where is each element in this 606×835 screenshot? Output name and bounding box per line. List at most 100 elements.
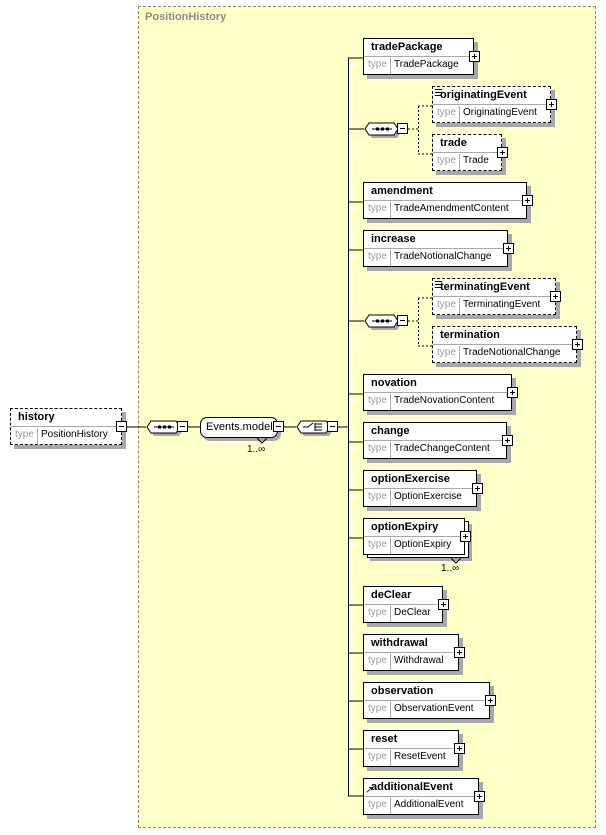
option-exercise-element[interactable]: optionExercise type OptionExercise	[363, 470, 477, 507]
separator	[364, 248, 507, 249]
additional-event-element[interactable]: ↗ additionalEvent type AdditionalEvent	[363, 778, 479, 815]
trade-package-element[interactable]: tradePackage type TradePackage	[363, 38, 474, 75]
separator	[364, 56, 473, 57]
observation-element[interactable]: observation type ObservationEvent	[363, 682, 490, 719]
type-key: type	[368, 203, 387, 214]
increase-element[interactable]: increase type TradeNotionalChange	[363, 230, 508, 267]
model-group-name: Events.model	[206, 421, 273, 433]
element-type: TradeNotionalChange	[390, 250, 491, 266]
element-type: ObservationEvent	[390, 702, 474, 718]
expand-withdrawal-icon[interactable]	[454, 647, 465, 658]
element-type: OriginatingEvent	[459, 106, 537, 122]
separator	[433, 152, 501, 153]
separator	[11, 426, 121, 427]
change-element[interactable]: change type TradeChangeContent	[363, 422, 507, 459]
separator	[364, 488, 476, 489]
separator	[433, 104, 550, 105]
type-key: type	[437, 347, 456, 358]
expand-novation-icon[interactable]	[507, 387, 518, 398]
type-key: type	[437, 155, 456, 166]
annotation-icon	[435, 89, 442, 96]
expand-trade-package-icon[interactable]	[469, 51, 480, 62]
option-expiry-occurs: 1..∞	[441, 563, 460, 574]
history-type: PositionHistory	[37, 428, 108, 444]
amendment-element[interactable]: amendment type TradeAmendmentContent	[363, 182, 527, 219]
element-type: TradeChangeContent	[390, 442, 490, 458]
terminating-event-element[interactable]: terminatingEvent type TerminatingEvent	[432, 278, 556, 315]
model-occurs: 1..∞	[247, 444, 266, 455]
element-name: tradePackage	[371, 41, 443, 53]
expand-additional-event-icon[interactable]	[474, 791, 485, 802]
collapse-sequence-icon[interactable]	[177, 421, 188, 432]
element-type: TerminatingEvent	[459, 298, 540, 314]
separator	[364, 796, 478, 797]
type-key: type	[368, 251, 387, 262]
type-key: type	[368, 59, 387, 70]
element-type: ResetEvent	[390, 750, 446, 766]
type-key: type	[368, 607, 387, 618]
element-name: reset	[371, 733, 398, 745]
termination-element[interactable]: termination type TradeNotionalChange	[432, 326, 577, 363]
type-key: type	[368, 395, 387, 406]
option-expiry-element[interactable]: optionExpiry type OptionExpiry	[363, 518, 465, 555]
expand-observation-icon[interactable]	[485, 695, 496, 706]
sequence-compositor-icon	[364, 314, 401, 330]
expand-termination-icon[interactable]	[572, 339, 583, 350]
history-name: history	[18, 411, 55, 423]
events-model-group[interactable]: Events.model	[200, 417, 278, 438]
originating-event-element[interactable]: originatingEvent type OriginatingEvent	[432, 86, 551, 123]
reset-element[interactable]: reset type ResetEvent	[363, 730, 459, 767]
reference-arrow-icon: ↗	[365, 785, 374, 796]
expand-terminating-event-icon[interactable]	[550, 291, 561, 302]
element-name: withdrawal	[371, 637, 428, 649]
separator	[364, 748, 458, 749]
collapse-history-icon[interactable]	[116, 421, 127, 432]
sequence-compositor-icon	[364, 122, 401, 138]
expand-reset-icon[interactable]	[454, 743, 465, 754]
withdrawal-element[interactable]: withdrawal type Withdrawal	[363, 634, 459, 671]
element-name: terminatingEvent	[440, 281, 530, 293]
type-key: type	[368, 703, 387, 714]
separator	[364, 604, 442, 605]
collapse-sequence-icon[interactable]	[397, 123, 408, 134]
expand-change-icon[interactable]	[502, 435, 513, 446]
expand-option-exercise-icon[interactable]	[472, 483, 483, 494]
expand-originating-event-icon[interactable]	[546, 99, 557, 110]
type-key: type	[15, 429, 34, 440]
type-key: type	[437, 299, 456, 310]
expand-de-clear-icon[interactable]	[438, 599, 449, 610]
element-type: TradeNotionalChange	[459, 346, 560, 362]
novation-element[interactable]: novation type TradeNovationContent	[363, 374, 512, 411]
separator	[364, 392, 511, 393]
type-key: type	[368, 655, 387, 666]
element-type: TradeNovationContent	[390, 394, 494, 410]
de-clear-element[interactable]: deClear type DeClear	[363, 586, 443, 623]
element-name: amendment	[371, 185, 433, 197]
expand-trade-icon[interactable]	[497, 147, 508, 158]
type-key: type	[368, 491, 387, 502]
element-type: DeClear	[390, 606, 431, 622]
separator	[364, 652, 458, 653]
collapse-sequence-icon[interactable]	[397, 315, 408, 326]
history-element[interactable]: history type PositionHistory	[10, 408, 122, 445]
collapse-choice-icon[interactable]	[327, 421, 338, 432]
element-type: Trade	[459, 154, 489, 170]
type-key: type	[368, 443, 387, 454]
expand-amendment-icon[interactable]	[522, 195, 533, 206]
repeat-indicator-icon	[256, 437, 268, 444]
separator	[364, 700, 489, 701]
element-name: deClear	[371, 589, 412, 601]
element-type: TradeAmendmentContent	[390, 202, 509, 218]
expand-increase-icon[interactable]	[503, 243, 514, 254]
element-type: OptionExercise	[390, 490, 462, 506]
element-name: termination	[440, 329, 500, 341]
type-key: type	[368, 751, 387, 762]
expand-option-expiry-icon[interactable]	[460, 531, 471, 542]
collapse-model-icon[interactable]	[273, 421, 284, 432]
separator	[433, 344, 576, 345]
element-name: novation	[371, 377, 417, 389]
type-key: type	[437, 107, 456, 118]
trade-element[interactable]: trade type Trade	[432, 134, 502, 171]
annotation-icon	[435, 281, 442, 288]
